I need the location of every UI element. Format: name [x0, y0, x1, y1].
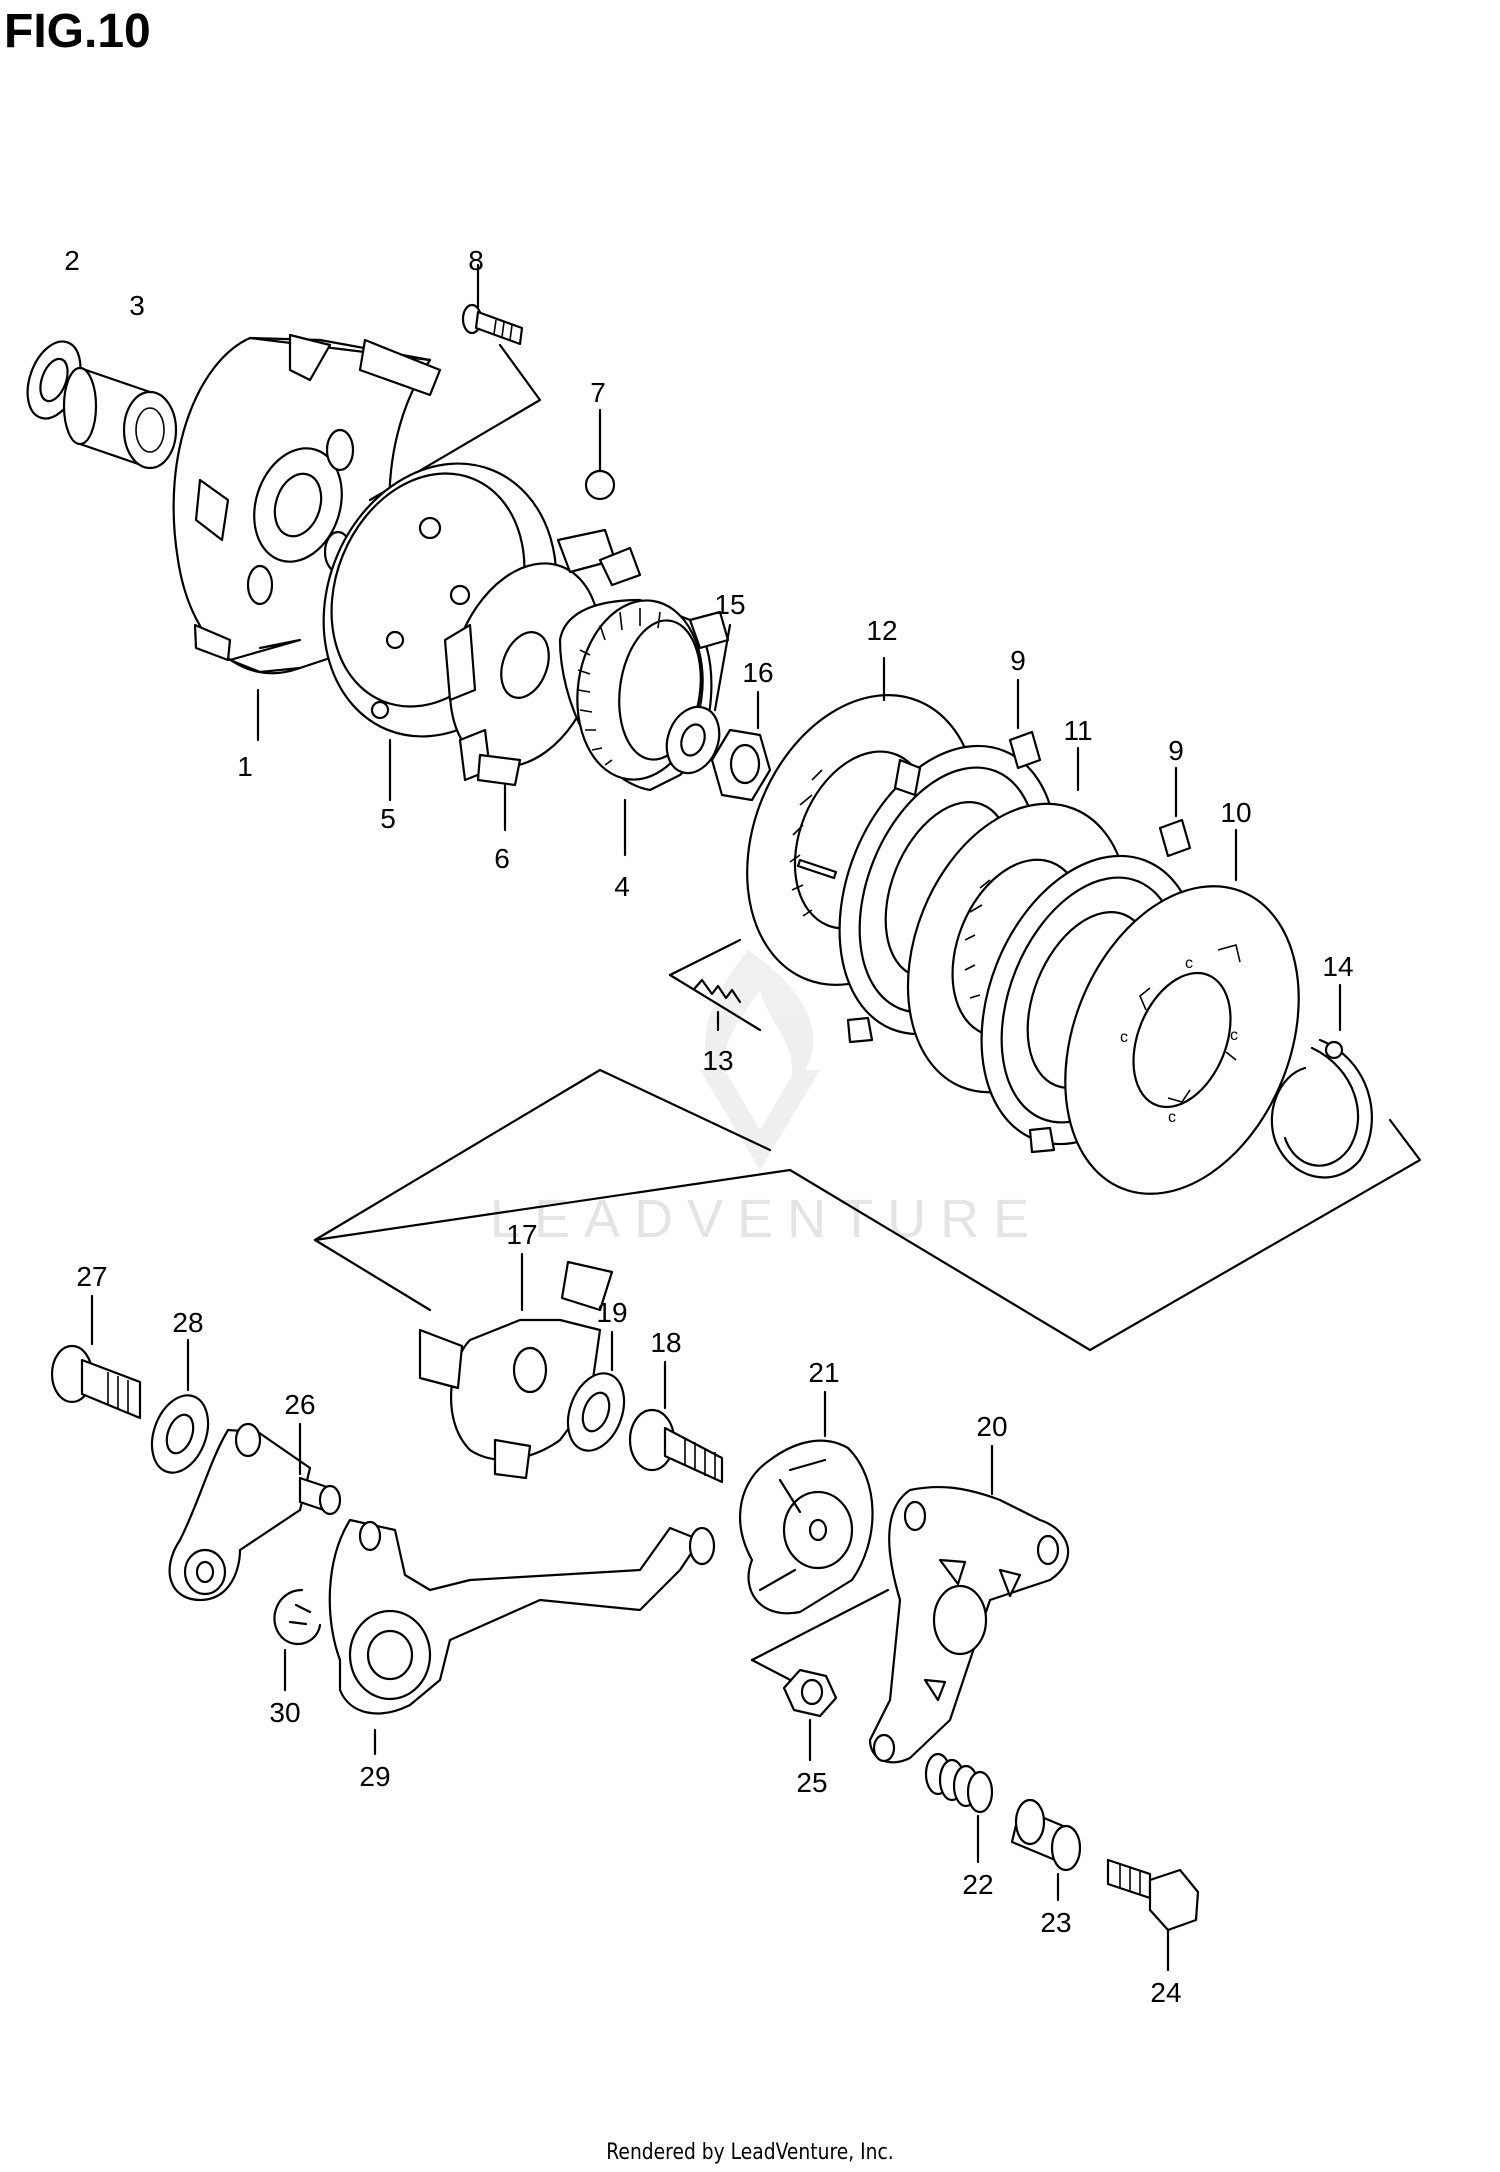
- callout-29[interactable]: 29: [359, 1761, 390, 1792]
- part-17-bracket-plate[interactable]: [418, 1252, 614, 1480]
- part-24-bolt[interactable]: [1106, 1858, 1200, 1972]
- part-29-release-arm[interactable]: [328, 1518, 716, 1756]
- part-18-bolt[interactable]: [628, 1360, 724, 1484]
- callout-11[interactable]: 11: [1063, 715, 1092, 746]
- callout-23[interactable]: 23: [1040, 1907, 1071, 1938]
- part-16-nut[interactable]: [710, 690, 772, 802]
- callout-9b[interactable]: 9: [1168, 735, 1184, 766]
- callout-14[interactable]: 14: [1322, 951, 1353, 982]
- callout-16[interactable]: 16: [742, 657, 773, 688]
- part-8-screw[interactable]: [368, 263, 542, 502]
- callout-18[interactable]: 18: [650, 1327, 681, 1358]
- callout-4[interactable]: 4: [614, 871, 630, 902]
- part-22-spring[interactable]: [924, 1752, 994, 1864]
- part-21-release-cam[interactable]: [739, 1390, 874, 1615]
- part-20-cover-plate[interactable]: [868, 1444, 1070, 1764]
- callout-28[interactable]: 28: [172, 1307, 203, 1338]
- svg-text:c: c: [1185, 955, 1193, 972]
- callout-27[interactable]: 27: [76, 1261, 107, 1292]
- callout-12[interactable]: 12: [866, 615, 897, 646]
- part-19-washer[interactable]: [558, 1330, 634, 1458]
- part-26-lever[interactable]: [168, 1422, 342, 1602]
- assembly-outline: [313, 938, 1422, 1352]
- callout-24[interactable]: 24: [1150, 1977, 1181, 2008]
- part-3-bushing[interactable]: [62, 366, 178, 470]
- callout-8[interactable]: 8: [468, 245, 484, 276]
- figure-title: FIG.10: [4, 5, 151, 58]
- svg-text:c: c: [1120, 1029, 1128, 1046]
- svg-text:c: c: [1168, 1109, 1176, 1126]
- callout-19[interactable]: 19: [596, 1297, 627, 1328]
- callout-labels: 1 2 3 4 5 6 7 8 9 9 10 11 12 13 14 15 16…: [64, 245, 1353, 2008]
- callout-3[interactable]: 3: [129, 290, 145, 321]
- callout-20[interactable]: 20: [976, 1411, 1007, 1442]
- part-13-spring[interactable]: [693, 978, 742, 1032]
- part-27-bolt[interactable]: [50, 1294, 142, 1420]
- watermark-logo: [700, 950, 820, 1170]
- part-7-ball[interactable]: [584, 408, 616, 501]
- callout-17[interactable]: 17: [506, 1219, 537, 1250]
- part-14-circlip[interactable]: [1270, 983, 1373, 1179]
- svg-text:c: c: [1230, 1027, 1238, 1044]
- part-28-washer[interactable]: [142, 1338, 218, 1480]
- part-6-drive-plate[interactable]: [423, 528, 642, 832]
- watermark-text: LEADVENTURE: [490, 1189, 1044, 1249]
- render-credit-footer: Rendered by LeadVenture, Inc.: [606, 2140, 894, 2165]
- part-30-e-clip[interactable]: [273, 1588, 322, 1692]
- part-25-nut[interactable]: [782, 1668, 838, 1762]
- callout-21[interactable]: 21: [808, 1357, 839, 1388]
- callout-10[interactable]: 10: [1220, 797, 1251, 828]
- part-15-washer[interactable]: [658, 623, 732, 781]
- callout-7[interactable]: 7: [590, 377, 606, 408]
- callout-6[interactable]: 6: [494, 843, 510, 874]
- callout-13[interactable]: 13: [702, 1045, 733, 1076]
- callout-15[interactable]: 15: [714, 589, 745, 620]
- part-23-collar[interactable]: [1010, 1798, 1082, 1902]
- callout-2[interactable]: 2: [64, 245, 80, 276]
- callout-25[interactable]: 25: [796, 1767, 827, 1798]
- callout-22[interactable]: 22: [962, 1869, 993, 1900]
- callout-30[interactable]: 30: [269, 1697, 300, 1728]
- callout-1[interactable]: 1: [237, 751, 253, 782]
- callout-9a[interactable]: 9: [1010, 645, 1026, 676]
- part-10-pressure-plate[interactable]: c c c c: [1022, 828, 1342, 1229]
- callout-5[interactable]: 5: [380, 803, 396, 834]
- callout-26[interactable]: 26: [284, 1389, 315, 1420]
